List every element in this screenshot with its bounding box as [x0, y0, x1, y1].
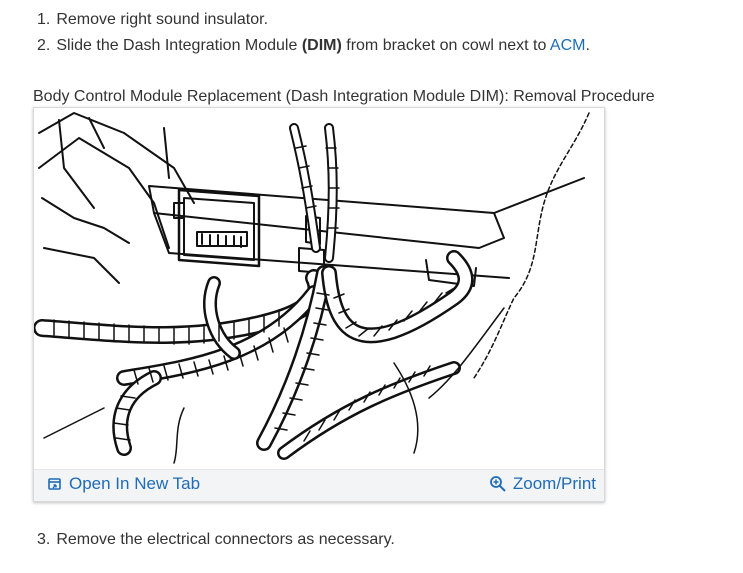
step-text-bold: (DIM) [301, 37, 342, 54]
step-number: 2. [37, 37, 51, 54]
step-text-mid: from bracket on cowl next to [341, 37, 550, 54]
step-number: 1. [37, 11, 51, 28]
step-text: Remove the electrical connectors as nece… [56, 531, 395, 548]
step-1: 1. Remove right sound insulator. [37, 9, 268, 31]
step-2: 2. Slide the Dash Integration Module (DIM… [37, 35, 590, 57]
figure-caption: Body Control Module Replacement (Dash In… [33, 88, 655, 105]
acm-link[interactable]: ACM [549, 37, 586, 54]
zoom-print-button[interactable]: Zoom/Print [489, 474, 596, 494]
step-3: 3. Remove the electrical connectors as ne… [37, 529, 395, 551]
step-text-pre: Slide the Dash Integration Module [56, 37, 302, 54]
dim-removal-diagram[interactable] [34, 108, 604, 470]
zoom-print-label: Zoom/Print [512, 474, 596, 493]
magnifier-plus-icon [489, 476, 506, 492]
figure-container: Open In New Tab Zoom/Print [33, 107, 605, 502]
step-number: 3. [37, 531, 51, 548]
figure-toolbar: Open In New Tab Zoom/Print [34, 469, 604, 501]
open-in-new-tab-button[interactable]: Open In New Tab [47, 474, 200, 494]
open-new-tab-icon [48, 478, 61, 490]
step-text: Remove right sound insulator. [56, 11, 269, 28]
step-text-post: . [585, 37, 590, 54]
open-in-new-tab-label: Open In New Tab [69, 474, 201, 493]
